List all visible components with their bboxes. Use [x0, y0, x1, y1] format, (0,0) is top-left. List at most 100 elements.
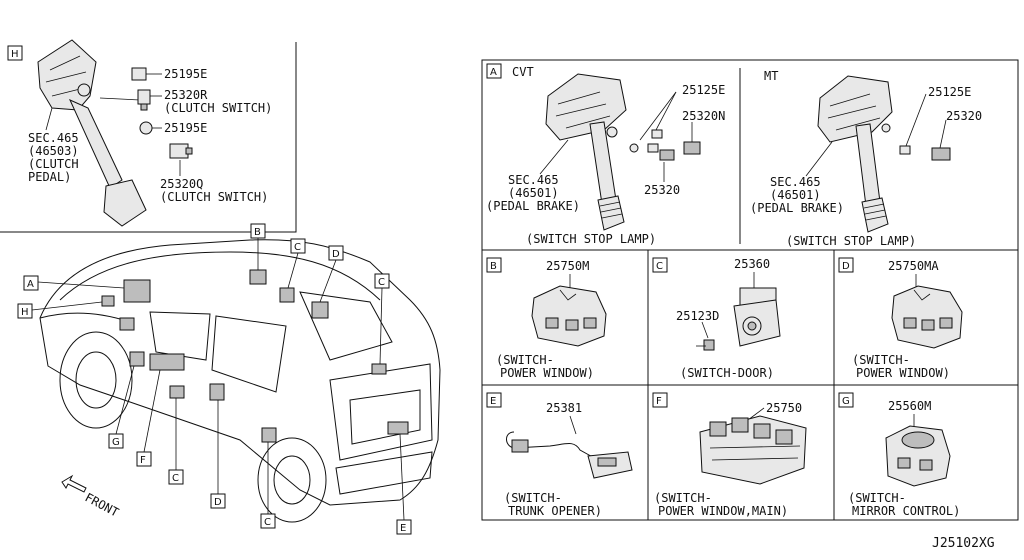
- inset-h-part-2-name: (CLUTCH SWITCH): [164, 101, 272, 115]
- panel-f-caption-1: (SWITCH-: [654, 491, 712, 505]
- callout-d2-box: [210, 493, 226, 509]
- panel-d-label: D: [842, 261, 850, 272]
- panel-f: F 25750 (SWITCH- POWER WINDOW,MAIN): [652, 392, 807, 518]
- callout-e-box: [396, 519, 412, 535]
- panel-b-part: 25750M: [546, 259, 589, 273]
- callout-d1: D: [332, 249, 340, 260]
- inset-h-label-box: [7, 45, 23, 61]
- clutch-switch-parts: [131, 67, 193, 159]
- panel-a-mt-code: (46501): [770, 188, 821, 202]
- panel-f-label-box: [652, 392, 668, 408]
- panel-b-label: B: [490, 261, 497, 272]
- panel-c-caption-1: (SWITCH-DOOR): [680, 366, 774, 380]
- panel-e-caption-2: TRUNK OPENER): [508, 504, 602, 518]
- panel-a-mt-part-2: 25320: [946, 109, 982, 123]
- power-window-switch-d-drawing: [891, 285, 963, 349]
- panel-g: G 25560M (SWITCH- MIRROR CONTROL): [838, 392, 960, 518]
- panel-a-mt-title: MT: [764, 69, 778, 83]
- callout-f-box: [136, 451, 152, 467]
- front-arrow: FRONT: [61, 474, 121, 520]
- inset-h-part-4-name: (CLUTCH SWITCH): [160, 190, 268, 204]
- panel-b: B 25750M (SWITCH- POWER WINDOW): [486, 257, 607, 380]
- mt-brake-pedal-drawing: [817, 75, 951, 233]
- panel-c-part-2: 25123D: [676, 309, 719, 323]
- main-power-window-switch-drawing: [699, 415, 807, 485]
- inset-h-part-4: 25320Q: [160, 177, 203, 191]
- inset-h-part-1: 25195E: [164, 67, 207, 81]
- callout-g-box: [108, 433, 124, 449]
- callout-e: E: [400, 523, 406, 534]
- callout-c3-box: [168, 469, 184, 485]
- panel-d-label-box: [838, 257, 854, 273]
- callout-a-box: [23, 275, 39, 291]
- panel-d-caption-1: (SWITCH-: [852, 353, 910, 367]
- panel-f-label: F: [656, 396, 662, 407]
- panel-a-mt-name: (PEDAL BRAKE): [750, 201, 844, 215]
- panel-b-label-box: [486, 257, 502, 273]
- panel-a-cvt-name: (PEDAL BRAKE): [486, 199, 580, 213]
- panel-f-caption-2: POWER WINDOW,MAIN): [658, 504, 788, 518]
- panel-d-caption-2: POWER WINDOW): [856, 366, 950, 380]
- inset-h-label: H: [11, 49, 19, 60]
- door-switch-drawing: [696, 287, 781, 351]
- panel-g-label: G: [842, 396, 850, 407]
- callout-c1-box: [290, 238, 306, 254]
- panel-g-caption-1: (SWITCH-: [848, 491, 906, 505]
- callout-c4-box: [260, 513, 276, 529]
- callout-c3: C: [172, 473, 179, 484]
- panel-a-cvt-sec: SEC.465: [508, 173, 559, 187]
- panel-g-part: 25560M: [888, 399, 931, 413]
- panel-a-cvt-part-2: 25320N: [682, 109, 725, 123]
- callout-d1-box: [328, 245, 344, 261]
- clutch-pedal-drawing: [37, 39, 147, 227]
- panel-e-caption-1: (SWITCH-: [504, 491, 562, 505]
- panel-d: D 25750MA (SWITCH- POWER WINDOW): [838, 257, 963, 380]
- panel-d-part: 25750MA: [888, 259, 939, 273]
- cvt-brake-pedal-drawing: [545, 73, 701, 231]
- inset-h-pedal-name-2: PEDAL): [28, 170, 71, 184]
- panel-a-label-box: [486, 63, 502, 79]
- panel-e-label-box: [486, 392, 502, 408]
- callout-a: A: [27, 279, 34, 290]
- panel-a-cvt-part-1: 25125E: [682, 83, 725, 97]
- callout-h-box: [17, 303, 33, 319]
- inset-h-pedal-sec: SEC.465: [28, 131, 79, 145]
- front-label: FRONT: [83, 490, 121, 519]
- inset-h-pedal-code: (46503): [28, 144, 79, 158]
- inset-h: H 25195E 25320R (CLUTCH SWITCH) 25195E 2…: [0, 39, 297, 233]
- panel-c-label: C: [656, 261, 663, 272]
- panel-g-label-box: [838, 392, 854, 408]
- inset-h-part-2: 25320R: [164, 88, 208, 102]
- power-window-switch-b-drawing: [531, 285, 607, 347]
- callout-b-box: [250, 223, 266, 239]
- panel-a-mt-sec: SEC.465: [770, 175, 821, 189]
- panel-a-label: A: [490, 67, 497, 78]
- panel-a-cvt-caption: (SWITCH STOP LAMP): [526, 232, 656, 246]
- diagram-id: J25102XG: [932, 536, 995, 551]
- callout-c1: C: [294, 242, 301, 253]
- callout-b: B: [254, 227, 261, 238]
- panel-f-part: 25750: [766, 401, 802, 415]
- panel-a-mt-caption: (SWITCH STOP LAMP): [786, 234, 916, 248]
- inset-h-part-3: 25195E: [164, 121, 207, 135]
- panel-b-caption-2: POWER WINDOW): [500, 366, 594, 380]
- callout-c2-box: [374, 273, 390, 289]
- callout-c2: C: [378, 277, 385, 288]
- panel-e: E 25381 (SWITCH- TRUNK OPENER): [486, 392, 633, 518]
- panel-c: C 25360 25123D (SWITCH-DOOR): [652, 257, 781, 380]
- panel-a-cvt-part-3: 25320: [644, 183, 680, 197]
- callout-d2: D: [214, 497, 222, 508]
- panel-c-label-box: [652, 257, 668, 273]
- callout-h: H: [21, 307, 29, 318]
- panel-e-label: E: [490, 396, 496, 407]
- grid-border: [481, 59, 1019, 521]
- panel-e-part: 25381: [546, 401, 582, 415]
- panel-a-cvt-code: (46501): [508, 186, 559, 200]
- vehicle-drawing: [39, 239, 441, 523]
- inset-h-pedal-name-1: (CLUTCH: [28, 157, 79, 171]
- callout-c4: C: [264, 517, 271, 528]
- inset-h-border: [0, 42, 297, 233]
- panel-a-mt-part-1: 25125E: [928, 85, 971, 99]
- callout-f: F: [140, 455, 146, 466]
